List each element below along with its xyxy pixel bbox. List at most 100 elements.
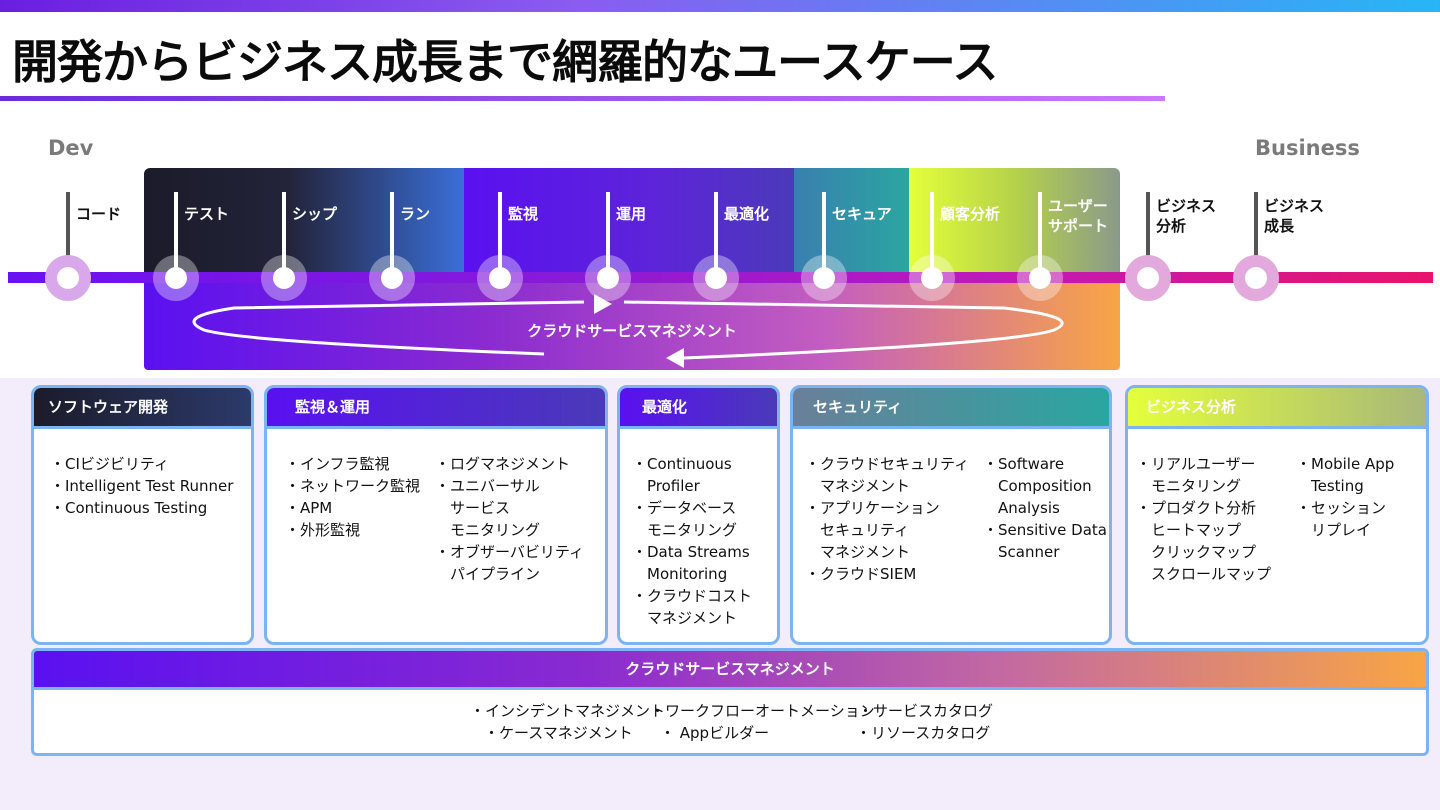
card-col-1: ・インフラ監視 ・ネットワーク監視 ・APM ・外形監視 — [285, 453, 420, 541]
card-col-2: ・Software Composition Analysis ・Sensitiv… — [983, 453, 1107, 563]
card-item: ・リアルユーザー — [1136, 455, 1256, 473]
card-item: ・プロダクト分析 — [1136, 499, 1257, 517]
card-optimization: 最適化 ・Continuous Profiler ・データベース モニタリング … — [617, 385, 780, 645]
card-item: ・Mobile App — [1296, 455, 1395, 473]
stage-dot — [1245, 267, 1267, 289]
stage-monitor: 監視 — [477, 192, 598, 302]
card-item: ・ワークフローオートメーション — [650, 702, 875, 720]
stage-stem — [282, 192, 286, 272]
card-item: ・セッション — [1296, 499, 1387, 517]
card-item: ・インシデントマネジメント — [470, 702, 666, 720]
card-cloud-service-management: クラウドサービスマネジメント ・インシデントマネジメント ・ケースマネジメント … — [31, 648, 1429, 756]
stage-operate: 運用 — [585, 192, 706, 302]
stage-label: ビジネス 分析 — [1156, 197, 1217, 235]
card-item: ・ Appビルダー — [660, 724, 770, 742]
stage-stem — [498, 192, 502, 272]
card-item: ・データベース — [632, 499, 737, 517]
card-title: 最適化 — [620, 388, 777, 426]
stage-code: コード — [45, 192, 166, 302]
stage-business-analysis: ビジネス 分析 — [1125, 192, 1246, 302]
loop-arrows — [192, 294, 1064, 368]
card-col-1: ・リアルユーザー モニタリング ・プロダクト分析 ヒートマップ クリックマップ … — [1136, 453, 1271, 585]
card-item: ・ケースマネジメント — [484, 724, 633, 742]
cloud-management-band — [144, 272, 1120, 370]
card-security: セキュリティ ・クラウドセキュリティ マネジメント ・アプリケーション セキュリ… — [790, 385, 1112, 645]
stage-dot — [813, 267, 835, 289]
stage-secure: セキュア — [801, 192, 922, 302]
card-item: ・サービスカタログ — [858, 702, 994, 720]
band-customer — [909, 168, 1120, 273]
stage-dot — [1137, 267, 1159, 289]
card-item: マネジメント — [805, 477, 911, 495]
card-item: パイプライン — [435, 565, 541, 583]
card-item: Monitoring — [632, 565, 728, 583]
stage-dot — [273, 267, 295, 289]
dev-label: Dev — [48, 136, 94, 160]
stage-label: 最適化 — [724, 205, 770, 223]
card-item: ・リソースカタログ — [856, 724, 991, 742]
card-item: ・ログマネジメント — [435, 455, 571, 473]
card-item: マネジメント — [632, 609, 738, 627]
card-business-analysis: ビジネス分析 ・リアルユーザー モニタリング ・プロダクト分析 ヒートマップ ク… — [1125, 385, 1429, 645]
band-security — [794, 168, 909, 273]
stage-stem — [1254, 192, 1258, 272]
card-item: ・Continuous — [632, 455, 732, 473]
card-item: Scanner — [983, 543, 1060, 561]
stage-label: 監視 — [508, 205, 539, 223]
stage-business-growth: ビジネス 成長 — [1233, 192, 1354, 302]
loop-arrow-right — [594, 294, 612, 314]
card-body: ・リアルユーザー モニタリング ・プロダクト分析 ヒートマップ クリックマップ … — [1128, 426, 1426, 583]
stage-stem — [822, 192, 826, 272]
stage-label: テスト — [184, 205, 230, 223]
card-title: ソフトウェア開発 — [34, 388, 251, 426]
card-monitoring-ops: 監視＆運用 ・インフラ監視 ・ネットワーク監視 ・APM ・外形監視 ・ログマネ… — [264, 385, 608, 645]
card-body: ・Continuous Profiler ・データベース モニタリング ・Dat… — [620, 426, 777, 627]
card-item: モニタリング — [435, 521, 541, 539]
card-body: ・クラウドセキュリティ マネジメント ・アプリケーション セキュリティ マネジメ… — [793, 426, 1109, 583]
card-item: ・インフラ監視 — [285, 455, 390, 473]
stage-stem — [930, 192, 934, 272]
card-body: ・インシデントマネジメント ・ケースマネジメント ・ワークフローオートメーション… — [34, 687, 1426, 753]
card-item: リプレイ — [1296, 521, 1372, 539]
card-item: Composition — [983, 477, 1092, 495]
stage-stem — [714, 192, 718, 272]
stage-dot — [57, 267, 79, 289]
card-body: ・インフラ監視 ・ネットワーク監視 ・APM ・外形監視 ・ログマネジメント ・… — [267, 426, 605, 583]
stage-label: ラン — [400, 205, 431, 223]
stage-stem — [390, 192, 394, 272]
loop-arrow-left — [666, 348, 684, 368]
stage-ship: シップ — [261, 192, 382, 302]
business-label: Business — [1255, 136, 1360, 160]
stage-optimize: 最適化 — [693, 192, 814, 302]
card-col-2: ・Mobile App Testing ・セッション リプレイ — [1296, 453, 1394, 541]
card-item: モニタリング — [1136, 477, 1242, 495]
stage-label: ユーザー サポート — [1048, 197, 1109, 235]
card-title: ビジネス分析 — [1128, 388, 1426, 426]
card-item: セキュリティ — [805, 521, 910, 539]
stage-stem — [1038, 192, 1042, 272]
card-item: ・Intelligent Test Runner — [50, 477, 234, 495]
stage-customer-analysis: 顧客分析 — [909, 192, 1030, 302]
card-item: ・クラウドSIEM — [805, 565, 917, 583]
card-item: ・クラウドコスト — [632, 587, 753, 605]
loop-label: クラウドサービスマネジメント — [527, 322, 737, 340]
band-monitor-optimize — [464, 168, 794, 273]
stage-dot — [381, 267, 403, 289]
card-col-1: ・Continuous Profiler ・データベース モニタリング ・Dat… — [632, 453, 752, 629]
card-body: ・CIビジビリティ ・Intelligent Test Runner ・Cont… — [34, 426, 251, 517]
stage-label: コード — [76, 205, 122, 223]
card-item: ・クラウドセキュリティ — [805, 455, 970, 473]
stage-run: ラン — [369, 192, 490, 302]
stage-stem — [1146, 192, 1150, 272]
stage-stem — [606, 192, 610, 272]
card-col-2: ・ログマネジメント ・ユニバーサル サービス モニタリング ・オブザーバビリティ… — [435, 453, 584, 585]
stage-label: ビジネス 成長 — [1264, 197, 1325, 235]
card-item: Profiler — [632, 477, 700, 495]
stage-dot — [705, 267, 727, 289]
stage-label: 運用 — [616, 205, 647, 223]
card-item: ヒートマップ — [1136, 521, 1242, 539]
top-accent-bar — [0, 0, 1440, 12]
card-title: 監視＆運用 — [267, 388, 605, 426]
stage-dot — [597, 267, 619, 289]
band-software — [144, 168, 464, 273]
